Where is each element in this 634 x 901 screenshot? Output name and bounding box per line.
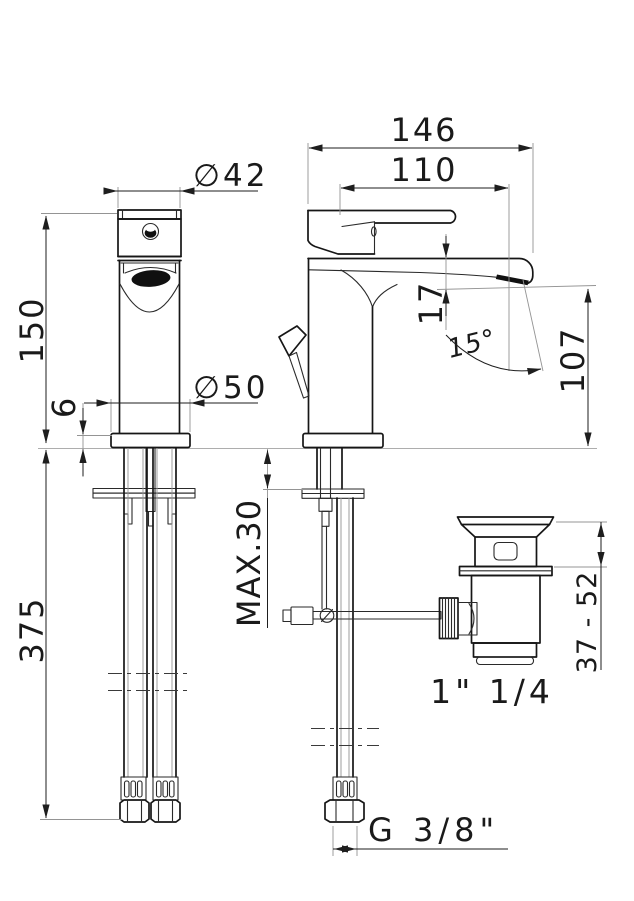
dim-base-height: 6 — [45, 396, 83, 418]
front-view-faucet — [92, 209, 196, 823]
dim-body-height: 150 — [13, 296, 51, 363]
dim-hose-length: 375 — [13, 596, 51, 663]
base-plate-front — [110, 432, 191, 449]
drain-waste-assembly — [438, 516, 555, 666]
supply-hose-side — [311, 497, 379, 823]
dim-dia-base: ∅50 — [193, 370, 268, 406]
knurled-adjuster — [438, 597, 478, 640]
overflow-hole — [493, 541, 518, 561]
mounting-hardware-front — [92, 447, 196, 527]
dim-spout-reach: 110 — [390, 151, 457, 189]
dim-spout-height: 107 — [554, 326, 592, 393]
dim-spout-angle: 15° — [445, 324, 500, 365]
dim-spout-tip: 17 — [412, 281, 450, 326]
base-plate-side — [302, 432, 384, 449]
supply-hoses-front — [108, 447, 190, 823]
side-view-faucet — [278, 209, 555, 823]
dim-depth: 146 — [390, 111, 457, 149]
dim-waste-range: 37 - 52 — [572, 571, 603, 674]
waste-pull-knob — [278, 325, 310, 399]
spout-outlet — [131, 270, 171, 287]
handle-knob — [141, 222, 160, 241]
aerator-outlet — [495, 274, 529, 286]
side-view-dimensions: 146 110 17 15° 107 MAX.30 37 - 52 — [230, 111, 607, 856]
dim-supply-thread: G 3/8" — [368, 811, 499, 849]
dim-dia-top: ∅42 — [193, 158, 268, 194]
front-view-dimensions: ∅42 150 6 ∅50 375 — [13, 158, 268, 820]
mounting-hardware-side — [301, 447, 365, 610]
dim-max-deck: MAX.30 — [230, 499, 268, 627]
popup-linkage — [282, 606, 442, 626]
dim-waste-size: 1" 1/4 — [430, 672, 554, 711]
